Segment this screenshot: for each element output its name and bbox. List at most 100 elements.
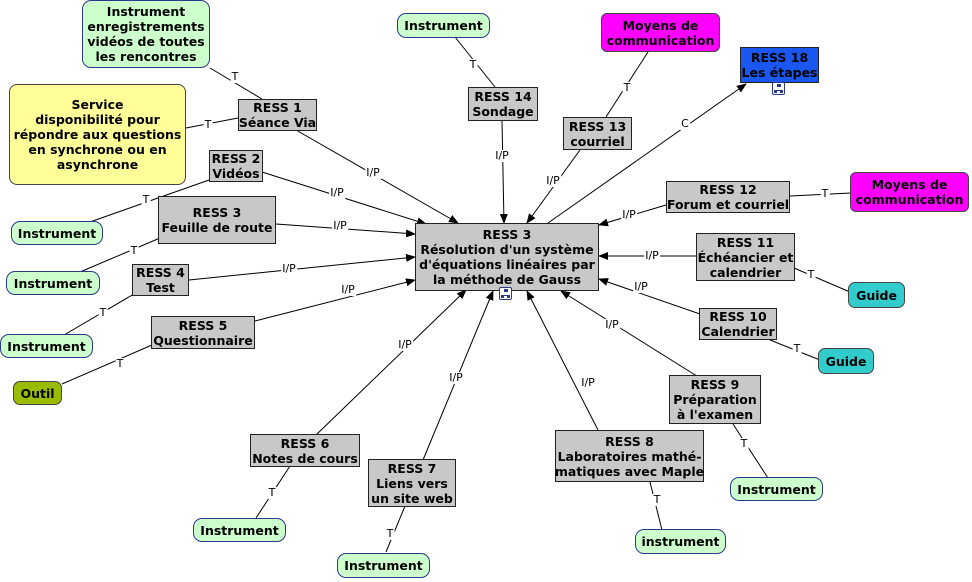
node-line: Moyens de: [871, 177, 948, 192]
node-line: Forum et courriel: [666, 197, 790, 212]
edge-label-ip: I/P: [494, 149, 510, 162]
node-line: RESS 2: [211, 151, 261, 166]
edge-label-t: T: [141, 193, 151, 206]
edge-label-t: T: [230, 70, 240, 83]
node-line: RESS 18: [750, 50, 809, 65]
submap-icon[interactable]: [499, 287, 512, 300]
edge-label-ip: I/P: [621, 208, 637, 221]
node-ress2[interactable]: RESS 2 Vidéos: [209, 150, 263, 182]
node-line: communication: [606, 32, 715, 48]
node-ress3-center[interactable]: RESS 3 Résolution d'un système d'équatio…: [415, 223, 599, 291]
node-line: Séance Via: [238, 115, 317, 130]
node-line: RESS 1: [253, 100, 302, 115]
node-ress10[interactable]: RESS 10 Calendrier: [699, 308, 777, 340]
node-line: vidéos de toutes: [87, 34, 205, 49]
node-ress3-feuille[interactable]: RESS 3 Feuille de route: [158, 196, 276, 244]
edge-label-ip: I/P: [340, 283, 356, 296]
node-line: Moyens de: [622, 17, 699, 33]
node-instrument-videos[interactable]: Instrument enregistrements vidéos de tou…: [82, 0, 210, 68]
node-line: Instrument: [106, 4, 186, 19]
node-line: Service: [71, 97, 124, 112]
node-line: Instrument: [13, 275, 93, 291]
node-line: Outil: [20, 385, 55, 401]
node-line: à l'examen: [676, 407, 754, 422]
node-line: Les étapes: [741, 65, 818, 80]
node-ress8[interactable]: RESS 8 Laboratoires mathé- matiques avec…: [555, 430, 704, 482]
node-ress4[interactable]: RESS 4 Test: [132, 264, 189, 296]
node-line: calendrier: [709, 264, 782, 280]
node-guide-11[interactable]: Guide: [848, 282, 905, 308]
node-instrument-4[interactable]: Instrument: [0, 334, 93, 358]
link-ress10-center: [598, 278, 701, 315]
node-line: RESS 11: [716, 234, 775, 250]
node-line: un site web: [371, 490, 453, 506]
node-ress14[interactable]: RESS 14 Sondage: [468, 87, 538, 121]
edge-label-ip: I/P: [604, 318, 620, 331]
edge-label-ip: I/P: [545, 174, 561, 187]
edge-label-ip: I/P: [329, 186, 345, 199]
node-line: RESS 7: [387, 460, 437, 476]
node-moyens-12[interactable]: Moyens de communication: [850, 172, 969, 212]
edge-label-t: T: [806, 268, 816, 281]
edge-label-t: T: [739, 437, 749, 450]
node-ress11[interactable]: RESS 11 Échéancier et calendrier: [696, 233, 795, 281]
node-ress9[interactable]: RESS 9 Préparation à l'examen: [669, 375, 761, 424]
edge-label-t: T: [203, 118, 213, 131]
node-line: matiques avec Maple: [554, 463, 705, 479]
node-line: d'équations linéaires par: [419, 257, 595, 272]
edge-label-t: T: [792, 342, 802, 355]
node-line: Guide: [856, 287, 897, 303]
node-line: en synchrone ou en: [28, 142, 167, 157]
node-line: Test: [146, 280, 175, 295]
link-instr7-ress7: [385, 505, 406, 553]
node-line: RESS 3: [192, 205, 242, 220]
node-service[interactable]: Service disponibilité pour répondre aux …: [9, 84, 186, 185]
link-instr8-ress8: [649, 481, 663, 531]
edge-label-ip: I/P: [397, 338, 413, 351]
edge-label-c: C: [680, 117, 690, 130]
node-ress12[interactable]: RESS 12 Forum et courriel: [666, 181, 790, 213]
node-ress7[interactable]: RESS 7 Liens vers un site web: [368, 459, 456, 507]
node-instrument-2[interactable]: Instrument: [11, 221, 103, 245]
node-ress6[interactable]: RESS 6 Notes de cours: [250, 434, 360, 467]
node-line: Liens vers: [376, 475, 448, 491]
node-line: courriel: [570, 133, 625, 149]
node-guide-10[interactable]: Guide: [818, 348, 874, 374]
node-line: Résolution d'un système: [420, 242, 594, 257]
node-line: instrument: [641, 534, 720, 549]
node-outil[interactable]: Outil: [13, 381, 62, 405]
edge-label-t: T: [468, 58, 478, 71]
node-line: Instrument: [737, 481, 816, 497]
edge-label-ip: I/P: [448, 371, 464, 384]
node-line: RESS 4: [136, 265, 185, 280]
node-line: Sondage: [472, 104, 534, 119]
node-line: disponibilité pour: [35, 112, 160, 127]
node-ress13[interactable]: RESS 13 courriel: [563, 117, 632, 150]
node-line: Préparation: [673, 392, 757, 407]
node-moyens-13[interactable]: Moyens de communication: [601, 13, 720, 52]
node-line: communication: [855, 192, 964, 207]
edge-label-t: T: [115, 357, 125, 370]
link-outil-ress5: [61, 344, 153, 385]
node-instrument-3[interactable]: Instrument: [6, 271, 100, 295]
node-line: Notes de cours: [252, 450, 358, 466]
node-line: Laboratoires mathé-: [557, 448, 702, 464]
link-guide11-ress11: [793, 267, 851, 293]
node-line: Vidéos: [212, 166, 260, 181]
node-instrument-6[interactable]: Instrument: [193, 518, 286, 542]
edge-label-t: T: [820, 187, 830, 200]
node-instrument-9[interactable]: Instrument: [730, 477, 823, 501]
node-ress5[interactable]: RESS 5 Questionnaire: [151, 316, 255, 349]
node-ress18[interactable]: RESS 18 Les étapes: [740, 47, 819, 83]
node-instrument-7[interactable]: Instrument: [337, 553, 430, 578]
edge-label-ip: I/P: [633, 280, 649, 293]
node-line: Instrument: [344, 558, 423, 573]
node-ress1[interactable]: RESS 1 Séance Via: [238, 99, 317, 131]
edge-label-t: T: [385, 527, 395, 540]
submap-icon[interactable]: [772, 82, 785, 95]
node-instrument-8[interactable]: instrument: [635, 529, 726, 554]
edge-label-t: T: [98, 306, 108, 319]
node-line: Instrument: [404, 18, 483, 33]
node-instrument-14[interactable]: Instrument: [397, 13, 490, 38]
